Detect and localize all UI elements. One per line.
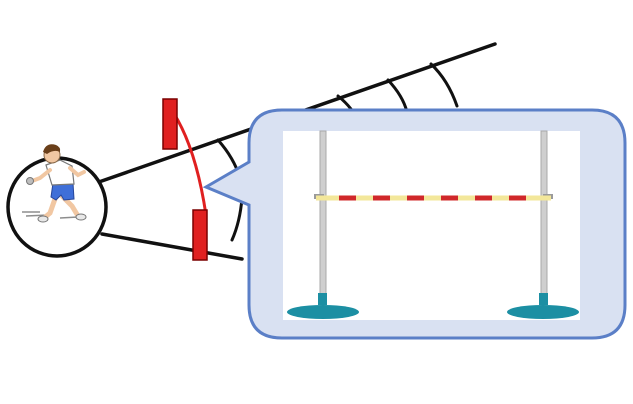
callout-panel (283, 131, 580, 320)
sector-arc-2 (230, 196, 244, 242)
figure-arm-front (68, 166, 86, 178)
figure-shorts (50, 182, 75, 201)
right-base (507, 305, 579, 319)
sector-arc-6 (429, 62, 459, 108)
figure-shoe-right (75, 213, 87, 221)
left-pole (319, 130, 327, 300)
red-post-upper (162, 98, 178, 150)
left-base-stem (318, 293, 327, 305)
red-post-lower (192, 209, 208, 261)
left-base (287, 305, 359, 319)
figure-shoe-left (37, 215, 49, 223)
right-base-stem (539, 293, 548, 305)
figure-ball (26, 177, 34, 185)
sector-arc-5 (386, 78, 409, 114)
high-jump-stand (287, 130, 579, 319)
red-curve (171, 111, 208, 216)
figure-arm-back (30, 168, 52, 183)
figure-hair (43, 144, 61, 154)
thrower-figure (22, 144, 87, 223)
right-pole (540, 130, 548, 300)
sector-lower-line (100, 232, 244, 261)
